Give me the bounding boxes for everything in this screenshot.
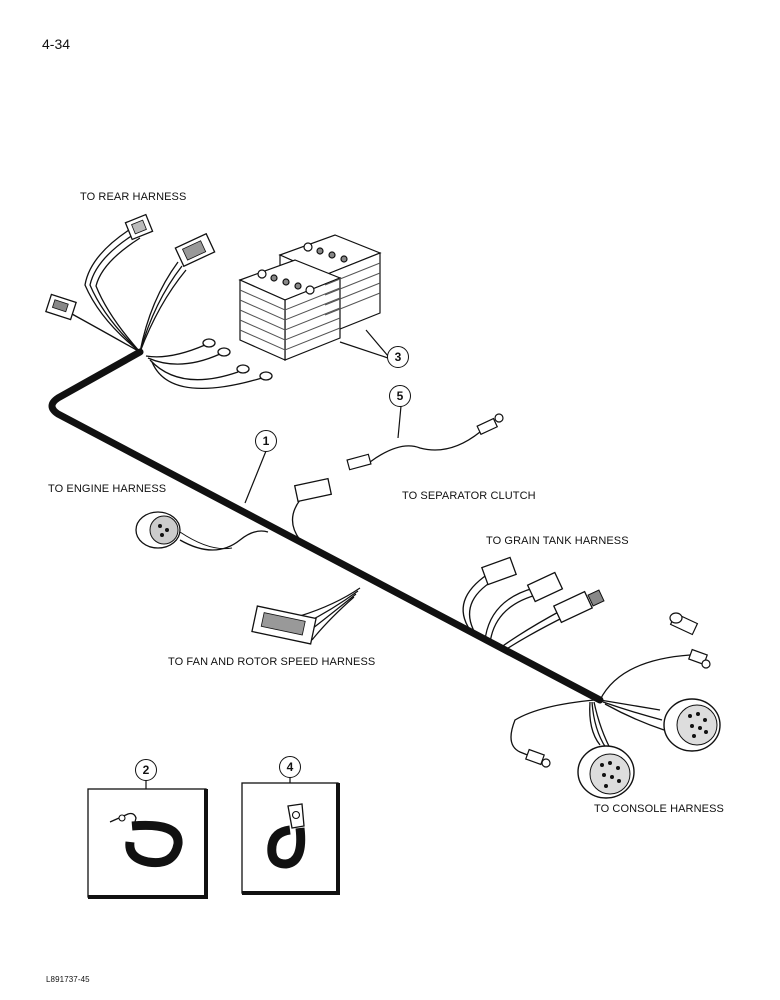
part-box-clamp-2 (87, 780, 208, 899)
grain-tank-branch (462, 556, 605, 651)
p-clamp-icon (267, 803, 306, 869)
battery-icon (238, 234, 382, 361)
callout-5: 5 (389, 385, 411, 407)
console-branch (510, 612, 721, 799)
label-rear-harness: TO REAR HARNESS (80, 191, 187, 203)
label-grain-tank-harness: TO GRAIN TANK HARNESS (486, 535, 629, 547)
rear-connector-a (124, 213, 154, 241)
callout-leaders (244, 329, 402, 504)
callout-4: 4 (279, 756, 301, 778)
separator-clutch-lead (346, 413, 504, 471)
label-separator-clutch: TO SEPARATOR CLUTCH (402, 490, 536, 502)
relay-connector (45, 293, 77, 321)
page-number: 4-34 (42, 36, 71, 52)
part-box-clamp-4 (241, 777, 340, 895)
ring-terminal-leads (145, 344, 263, 389)
fan-rotor-branch (251, 587, 361, 645)
label-fan-rotor-speed-harness: TO FAN AND ROTOR SPEED HARNESS (168, 656, 376, 668)
engine-connector (135, 511, 269, 551)
callout-1: 1 (255, 430, 277, 452)
switch-module (291, 477, 333, 541)
p-clamp-icon (109, 812, 183, 868)
rear-connector-b (174, 232, 216, 268)
rear-branch (71, 227, 187, 353)
main-harness (48, 348, 604, 704)
label-console-harness: TO CONSOLE HARNESS (594, 803, 724, 815)
figure-id: L891737-45 (46, 975, 90, 984)
label-engine-harness: TO ENGINE HARNESS (48, 483, 167, 495)
callout-2: 2 (135, 759, 157, 781)
callout-3: 3 (387, 346, 409, 368)
ring-terminal-icon (202, 338, 273, 381)
